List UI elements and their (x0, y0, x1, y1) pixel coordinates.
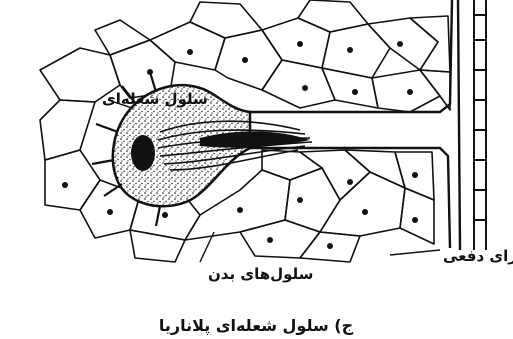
label-flame-cell: سلول شعله‌ای (102, 90, 208, 108)
excretory-vessel (474, 0, 486, 250)
flame-cell-nucleus (131, 135, 155, 171)
label-excretory-canal: مجرای دفعی (443, 247, 513, 265)
figure-caption: ج) سلول شعله‌ای پلاناریا (159, 316, 354, 336)
label-body-cells: سلول‌های بدن (208, 265, 313, 283)
